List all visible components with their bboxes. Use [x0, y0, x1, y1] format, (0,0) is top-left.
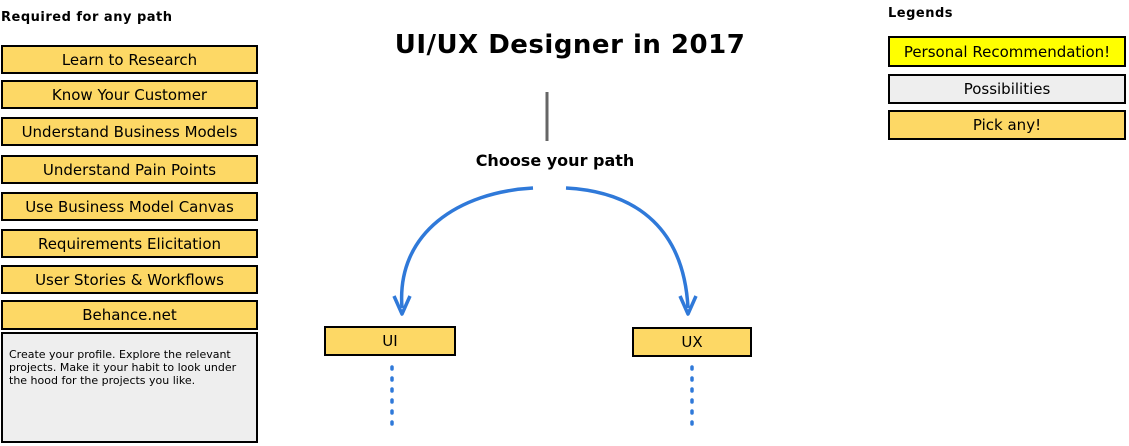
- required-item-understand-business-models: Understand Business Models: [1, 117, 258, 146]
- legend-pick-any: Pick any!: [888, 110, 1126, 140]
- arrowhead-ui: [392, 295, 412, 316]
- path-ux: UX: [632, 327, 752, 357]
- required-item-requirements-elicitation: Requirements Elicitation: [1, 229, 258, 258]
- legend-possibilities: Possibilities: [888, 74, 1126, 104]
- required-item-understand-pain-points: Understand Pain Points: [1, 155, 258, 184]
- required-item-business-model-canvas: Use Business Model Canvas: [1, 192, 258, 221]
- arrow-to-ui: [399, 186, 534, 309]
- arrow-to-ux: [565, 186, 690, 309]
- required-item-behance: Behance.net: [1, 300, 258, 330]
- required-item-learn-to-research: Learn to Research: [1, 45, 258, 74]
- required-section-title: Required for any path: [1, 10, 173, 25]
- path-ui: UI: [324, 326, 456, 356]
- main-title: UI/UX Designer in 2017: [394, 30, 746, 60]
- arrowhead-ux: [678, 295, 698, 316]
- required-item-user-stories-workflows: User Stories & Workflows: [1, 265, 258, 294]
- legends-title: Legends: [888, 6, 954, 21]
- legend-personal-recommendation: Personal Recommendation!: [888, 36, 1126, 67]
- behance-description: Create your profile. Explore the relevan…: [1, 332, 258, 443]
- choose-path-label: Choose your path: [475, 151, 635, 170]
- required-item-know-your-customer: Know Your Customer: [1, 80, 258, 109]
